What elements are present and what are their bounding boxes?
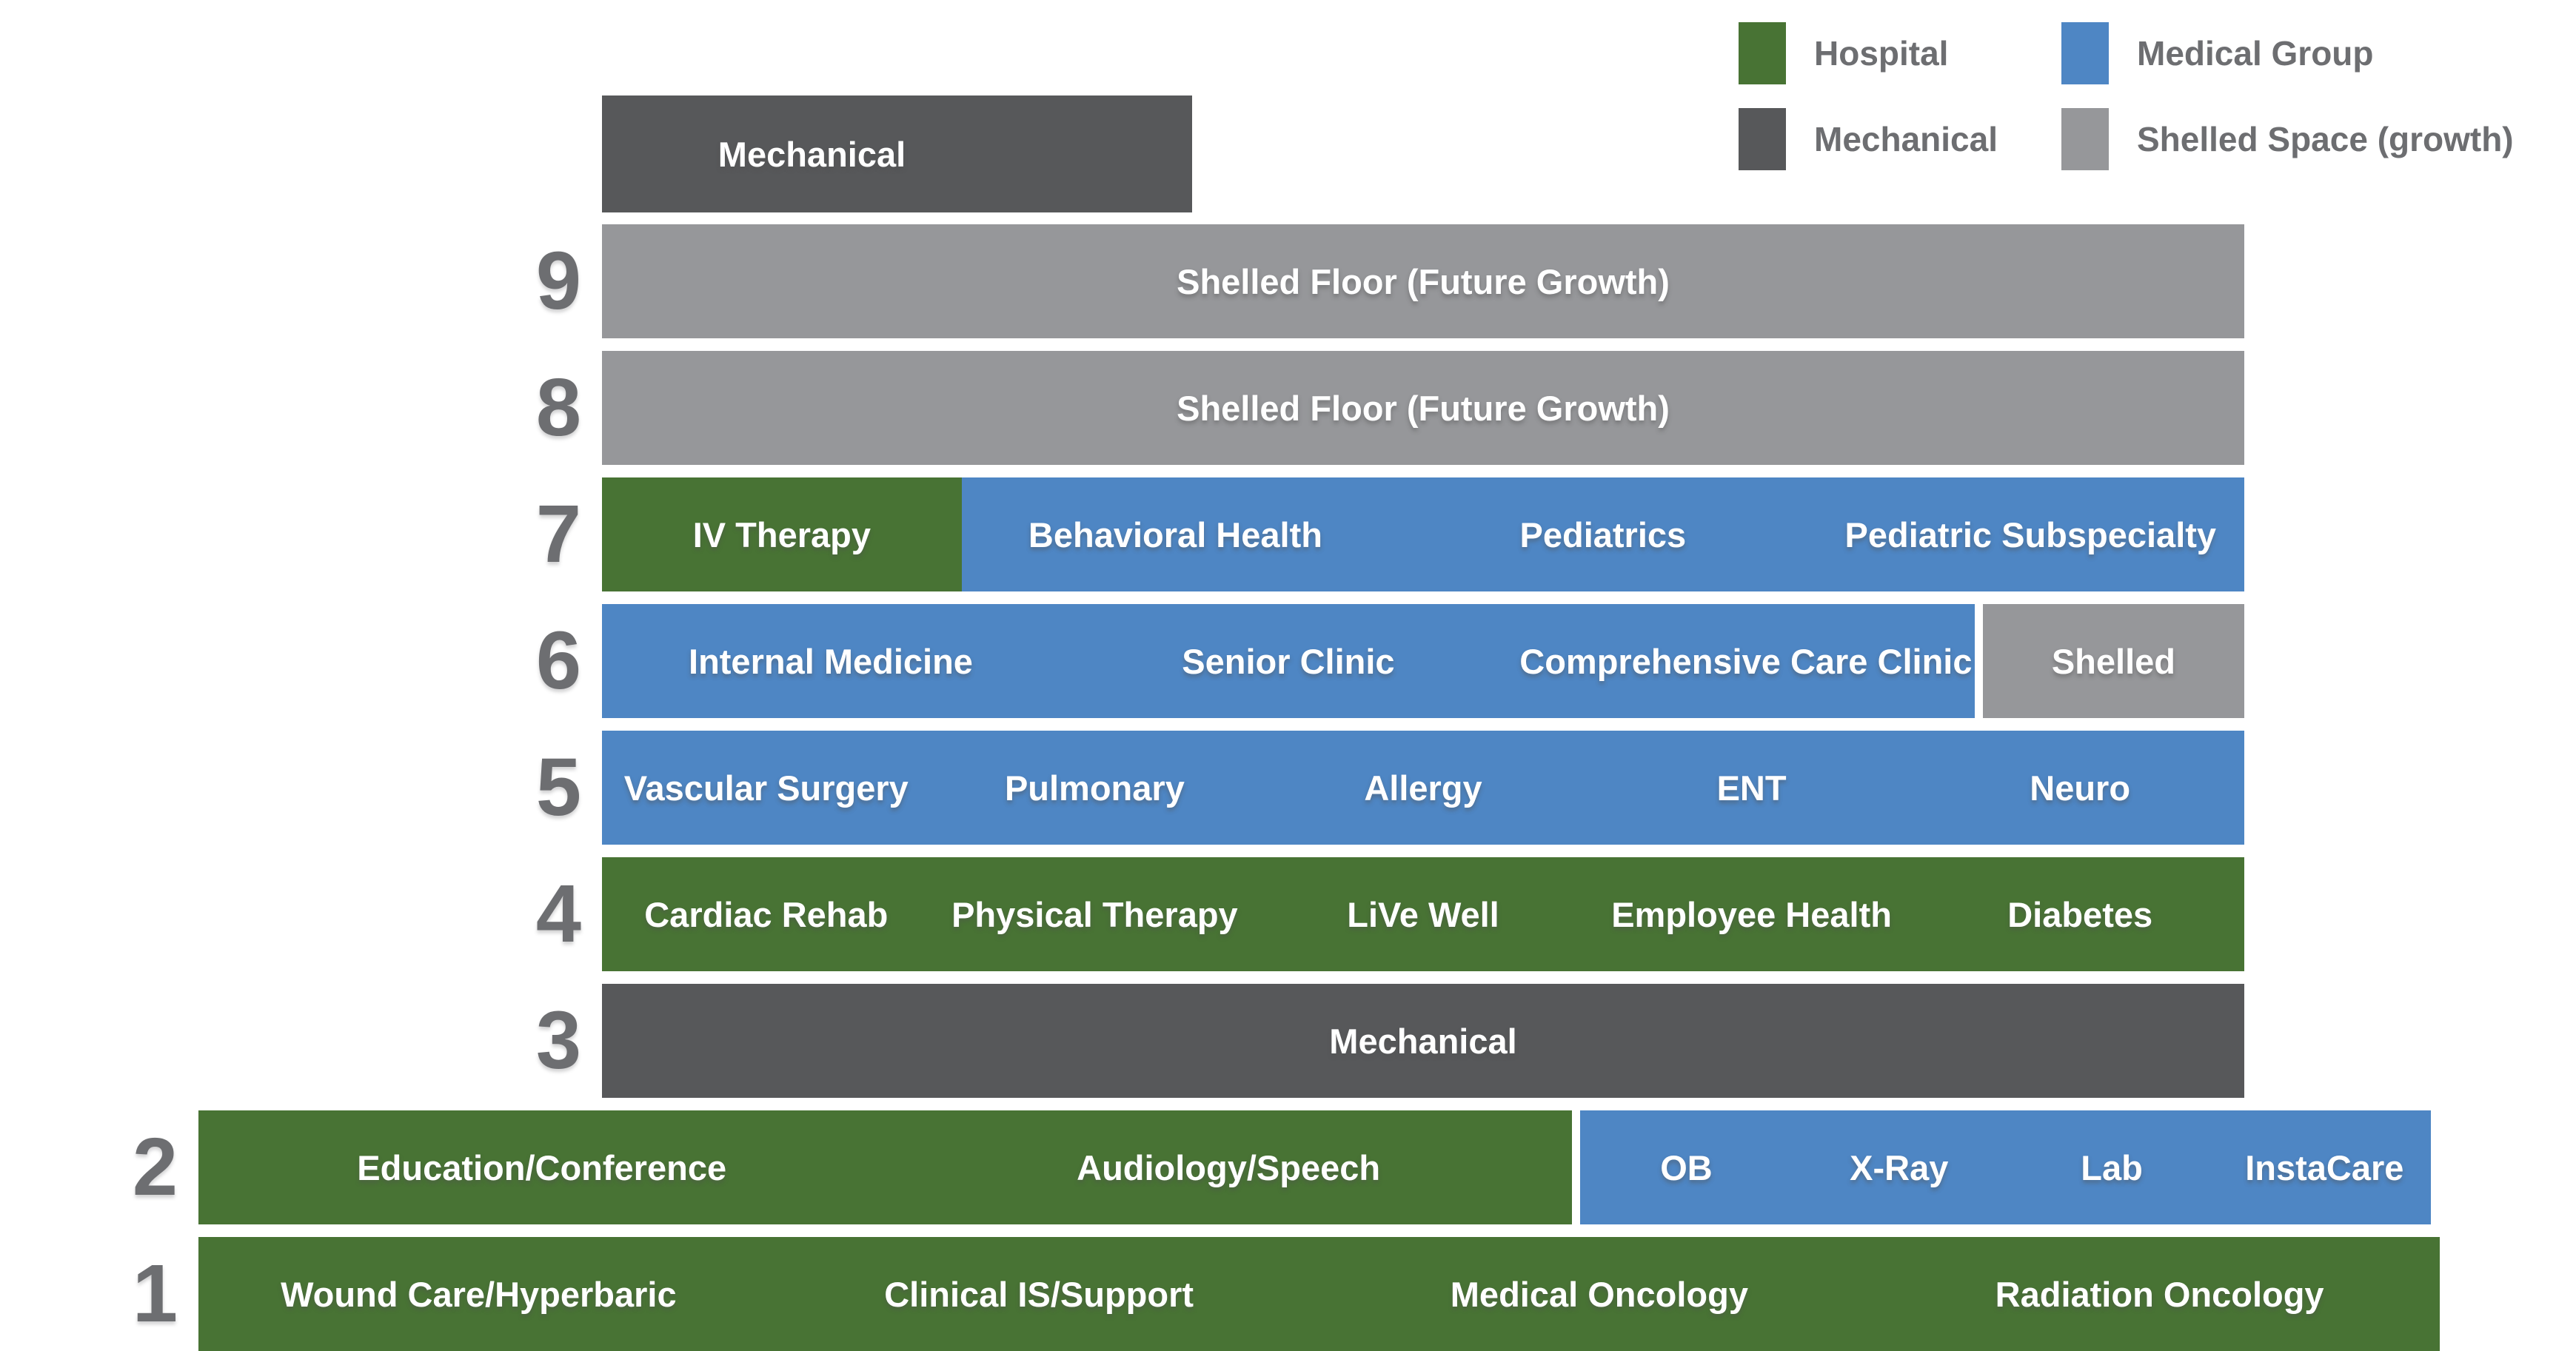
floor-number-4: 4 (535, 868, 581, 959)
legend-swatch-mechanical (1739, 108, 1786, 170)
floor-row-7: 7 IV Therapy Behavioral Health Pediatrics Pe… (0, 477, 2576, 591)
department-label: Pediatric Subspecialty (1844, 514, 2217, 554)
floor-number-5: 5 (535, 742, 581, 833)
floor-bar-9: Shelled Floor (Future Growth) (602, 224, 2244, 338)
floor-bar-2: Education/Conference Audiology/Speech OB X-… (198, 1110, 2440, 1224)
legend-item-mechanical: Mechanical (1739, 108, 1998, 170)
department-label: Vascular Surgery (623, 768, 909, 808)
department-label: Shelled (2051, 641, 2175, 681)
legend-label: Mechanical (1814, 120, 1998, 158)
department-label: X-Ray (1850, 1147, 1949, 1187)
floor-number-7: 7 (535, 489, 581, 580)
legend-item-hospital: Hospital (1739, 22, 1948, 84)
department-label: LiVe Well (1347, 894, 1499, 934)
floor-number-9: 9 (535, 235, 581, 326)
floor-7-segment-medical_group: Behavioral Health Pediatrics Pediatric Sub… (961, 477, 2244, 591)
penthouse-mechanical-bar: Mechanical (602, 95, 1192, 212)
department-label: Audiology/Speech (1077, 1147, 1381, 1187)
floor-bar-8: Shelled Floor (Future Growth) (602, 351, 2244, 465)
legend-swatch-medical_group (2061, 22, 2109, 84)
department-label: Neuro (2030, 768, 2131, 808)
floor-bar-6: Internal Medicine Senior Clinic Comprehens… (602, 604, 2244, 718)
department-label: InstaCare (2245, 1147, 2404, 1187)
floor-number-8: 8 (535, 362, 581, 453)
department-label: Pulmonary (1004, 768, 1185, 808)
department-label: Comprehensive Care Clinic (1519, 641, 1973, 681)
department-label: Allergy (1364, 768, 1482, 808)
legend-item-shelled: Shelled Space (growth) (2061, 108, 2514, 170)
floor-9-segment-shelled: Shelled Floor (Future Growth) (602, 224, 2244, 338)
legend-swatch-hospital (1739, 22, 1786, 84)
floor-6-segment-shelled: Shelled (1982, 604, 2244, 718)
floor-bar-3: Mechanical (602, 984, 2244, 1098)
department-label: Lab (2081, 1147, 2143, 1187)
department-label: Mechanical (1329, 1021, 1517, 1061)
legend-swatch-shelled (2061, 108, 2109, 170)
floor-bar-7: IV Therapy Behavioral Health Pediatrics Ped… (602, 477, 2244, 591)
floor-row-6: 6 Internal Medicine Senior Clinic Comprehen… (0, 604, 2576, 718)
department-label: Clinical IS/Support (884, 1274, 1194, 1314)
floor-row-5: 5 Vascular Surgery Pulmonary Allergy ENT Neur… (0, 731, 2576, 845)
floor-5-segment-medical_group: Vascular Surgery Pulmonary Allergy ENT Neuro (602, 731, 2244, 845)
penthouse-label: Mechanical (717, 134, 906, 174)
floor-row-2: 2 Education/Conference Audiology/Speech OB X… (0, 1110, 2576, 1224)
department-label: Education/Conference (357, 1147, 727, 1187)
floor-bar-1: Wound Care/Hyperbaric Clinical IS/Support… (198, 1237, 2440, 1351)
floor-7-segment-hospital: IV Therapy (602, 477, 962, 591)
department-label: Senior Clinic (1182, 641, 1395, 681)
department-label: Diabetes (2007, 894, 2153, 934)
floor-4-segment-hospital: Cardiac Rehab Physical Therapy LiVe Well Em… (602, 857, 2244, 971)
floor-row-1: 1 Wound Care/Hyperbaric Clinical IS/Suppor… (0, 1237, 2576, 1351)
floor-number-1: 1 (132, 1248, 178, 1339)
legend-label: Medical Group (2137, 34, 2374, 73)
legend-label: Hospital (1814, 34, 1949, 73)
floor-row-9: 9 Shelled Floor (Future Growth) (0, 224, 2576, 338)
department-label: Pediatrics (1519, 514, 1687, 554)
floor-3-segment-mechanical: Mechanical (602, 984, 2244, 1098)
department-label: Wound Care/Hyperbaric (281, 1274, 677, 1314)
department-label: Employee Health (1611, 894, 1892, 934)
floor-2-segment-hospital: Education/Conference Audiology/Speech (198, 1110, 1572, 1224)
department-label: OB (1660, 1147, 1713, 1187)
floor-row-4: 4 Cardiac Rehab Physical Therapy LiVe Well E… (0, 857, 2576, 971)
legend-label: Shelled Space (growth) (2137, 120, 2514, 158)
department-label: ENT (1716, 768, 1787, 808)
floor-number-2: 2 (132, 1122, 178, 1213)
floor-2-segment-medical_group: OB X-Ray Lab InstaCare (1579, 1110, 2431, 1224)
floor-bar-5: Vascular Surgery Pulmonary Allergy ENT Neuro (602, 731, 2244, 845)
floor-number-6: 6 (535, 615, 581, 706)
floor-6-segment-medical_group: Internal Medicine Senior Clinic Comprehens… (602, 604, 1975, 718)
department-label: Behavioral Health (1028, 514, 1322, 554)
department-label: Physical Therapy (951, 894, 1238, 934)
floor-1-segment-hospital: Wound Care/Hyperbaric Clinical IS/Support… (198, 1237, 2440, 1351)
legend-item-medical_group: Medical Group (2061, 22, 2373, 84)
department-label: Internal Medicine (689, 641, 973, 681)
department-label: IV Therapy (692, 514, 872, 554)
floor-bar-4: Cardiac Rehab Physical Therapy LiVe Well Em… (602, 857, 2244, 971)
floor-row-3: 3 Mechanical (0, 984, 2576, 1098)
floor-8-segment-shelled: Shelled Floor (Future Growth) (602, 351, 2244, 465)
department-label: Shelled Floor (Future Growth) (1177, 388, 1670, 428)
floor-row-8: 8 Shelled Floor (Future Growth) (0, 351, 2576, 465)
floor-number-3: 3 (535, 995, 581, 1086)
department-label: Shelled Floor (Future Growth) (1177, 261, 1670, 301)
department-label: Cardiac Rehab (644, 894, 889, 934)
department-label: Radiation Oncology (1995, 1274, 2324, 1314)
department-label: Medical Oncology (1450, 1274, 1748, 1314)
